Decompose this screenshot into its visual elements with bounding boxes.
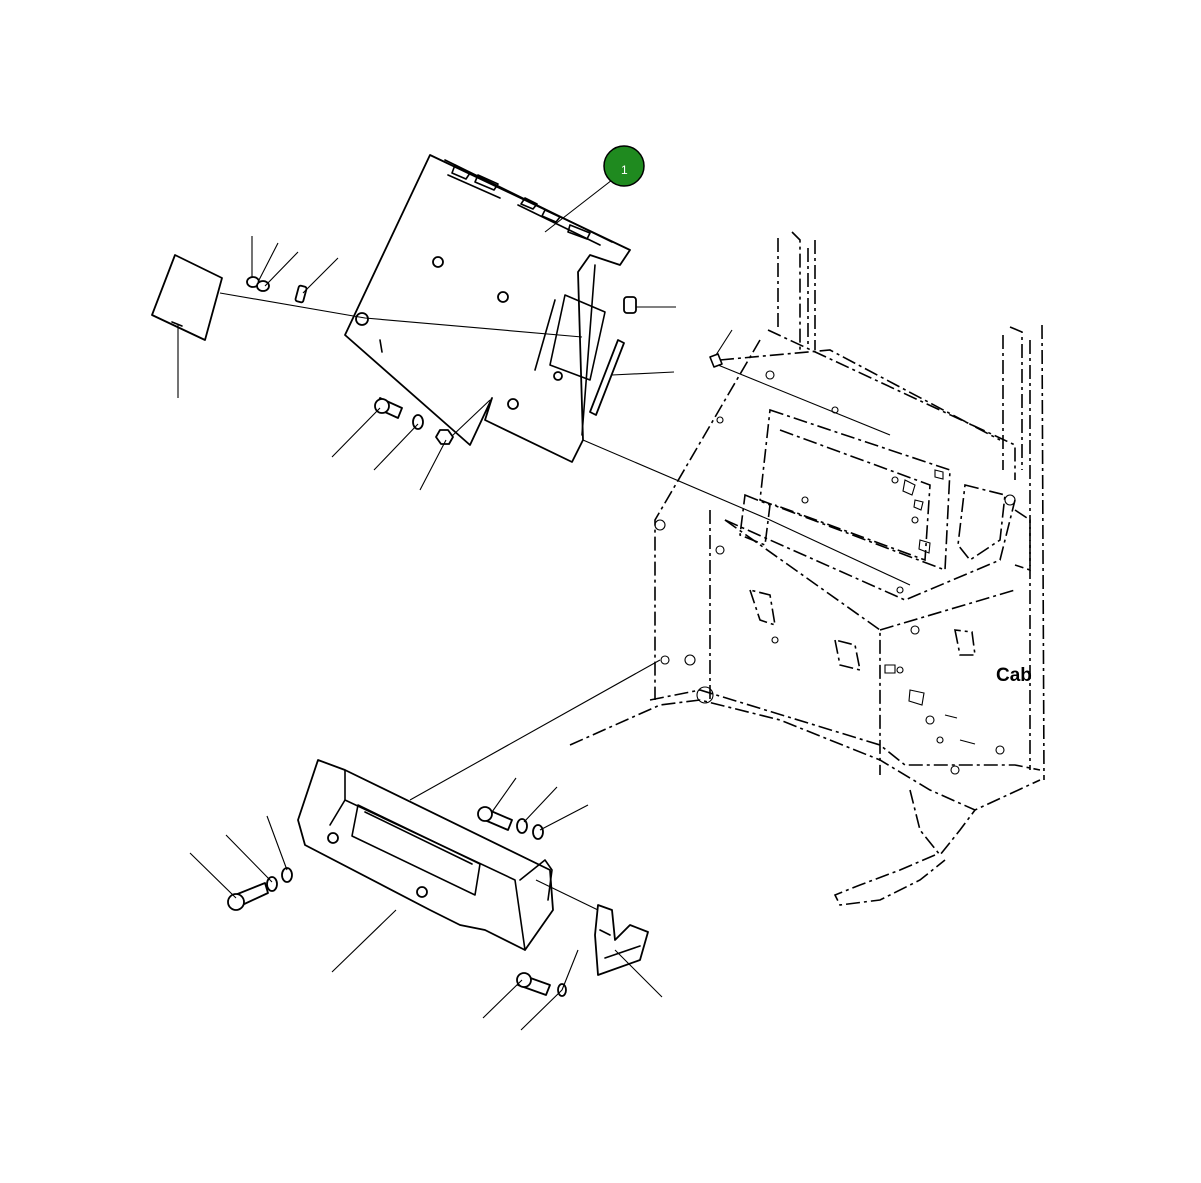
callout-1[interactable]: 1	[603, 145, 645, 187]
upper-side-panel	[344, 154, 631, 463]
mounting-plate-left	[151, 254, 223, 341]
leader-lines	[177, 179, 911, 1031]
trim-strip	[589, 339, 625, 416]
upper-fasteners	[246, 276, 454, 445]
grommet	[623, 296, 723, 368]
callout-1-circle[interactable]	[603, 145, 645, 187]
lower-fasteners	[227, 806, 567, 997]
cab-label: Cab	[996, 665, 1032, 686]
lower-step-panel	[297, 759, 554, 951]
callout-1-label: 1	[621, 163, 628, 177]
cab-frame	[569, 231, 1045, 906]
mounting-bracket-lower	[594, 904, 649, 976]
